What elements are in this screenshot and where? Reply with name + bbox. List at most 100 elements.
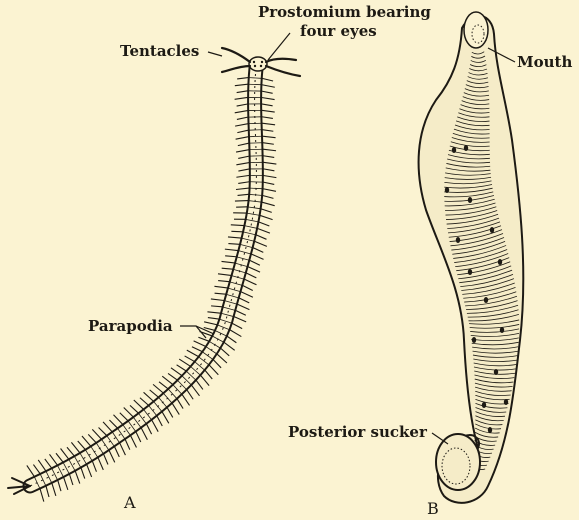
parapodium [224, 342, 235, 350]
parapodium [115, 447, 120, 457]
parapodium [103, 422, 112, 432]
parapodium [162, 412, 169, 423]
parapodium [246, 273, 256, 278]
leader-tentacles [208, 52, 222, 56]
parapodium [237, 78, 248, 79]
parapodium [150, 390, 159, 397]
leech-body [419, 16, 524, 503]
parapodium [263, 156, 274, 158]
parapodium [259, 222, 269, 226]
leech-spot [464, 145, 468, 151]
leech-spot [504, 399, 508, 405]
parapodium [217, 354, 227, 363]
parapodium [192, 385, 200, 396]
leech-spot [482, 402, 486, 408]
parapodium [225, 249, 238, 250]
parapodium [125, 439, 130, 449]
parapodium [263, 162, 276, 164]
parapodium [235, 97, 248, 99]
parapodium [221, 348, 229, 355]
parapodium [230, 330, 241, 337]
parapodium [147, 424, 152, 434]
parapodium [40, 489, 44, 502]
parapodium [262, 117, 273, 119]
parapodium [99, 427, 107, 435]
parapodium [263, 195, 274, 198]
leech-spot [490, 227, 494, 233]
label-mouth: Mouth [517, 54, 572, 71]
parapodium [56, 453, 63, 462]
parapodium [182, 395, 189, 406]
eye [254, 65, 256, 67]
parapodium [238, 143, 249, 145]
parapodium [187, 390, 193, 399]
parapodium [213, 360, 221, 368]
posterior-sucker [436, 434, 480, 490]
leech-spot [484, 297, 488, 303]
parapodium [253, 248, 263, 253]
parapodium [235, 111, 248, 113]
prostomium [249, 57, 267, 71]
parapodium [258, 228, 270, 233]
parapodium [109, 420, 117, 428]
parapodium [214, 286, 227, 288]
leader-prostomium [268, 33, 290, 60]
parapodium [236, 175, 249, 177]
parapodium [201, 375, 209, 385]
parapodium [208, 318, 219, 319]
parapodium [243, 286, 253, 291]
parapodium [71, 442, 79, 452]
parapodium [235, 84, 248, 85]
leech-spot [472, 337, 476, 343]
parapodium [263, 169, 274, 171]
parapodium [235, 124, 248, 126]
parapodium [192, 347, 202, 352]
oral-sucker [464, 12, 488, 48]
parapodium [124, 407, 133, 416]
parapodium [187, 350, 198, 356]
parapodium [228, 237, 241, 238]
parapodium [141, 428, 147, 440]
parapodium [75, 471, 80, 483]
parapodium [256, 235, 266, 239]
parapodium [262, 123, 275, 125]
parapodium [61, 449, 69, 459]
parapodium [134, 400, 144, 409]
parapodium [262, 110, 275, 112]
parapodium [120, 443, 126, 455]
leech-spot [468, 197, 472, 203]
parapodium [78, 441, 85, 449]
parapodium [177, 365, 186, 371]
label-prostomium-line2: four eyes [300, 23, 377, 40]
parapodium [232, 323, 242, 328]
parapodium [58, 480, 61, 491]
parapodium [67, 447, 74, 456]
leech-spot [456, 237, 460, 243]
parapodium [262, 202, 275, 205]
parapodium [64, 477, 68, 489]
label-parapodia: Parapodia [88, 318, 173, 335]
parapodium [227, 336, 236, 342]
label-posterior-sucker: Posterior sucker [288, 424, 427, 441]
parapodium [70, 474, 73, 485]
parapodium [45, 459, 52, 468]
parapodium [241, 292, 253, 297]
parapodium [198, 337, 208, 341]
body-segment [250, 188, 262, 189]
parapodium [237, 130, 248, 132]
leech-spot [488, 427, 492, 433]
parapodium [262, 136, 275, 138]
parapodium [225, 256, 236, 257]
parapodium [179, 359, 190, 366]
parapodium [120, 413, 128, 421]
parapodium [177, 399, 183, 409]
parapodium [98, 458, 103, 470]
parapodium [153, 384, 163, 393]
parapodium [172, 403, 179, 414]
parapodium [263, 143, 274, 145]
parapodium [237, 104, 248, 106]
parapodium [248, 267, 260, 272]
parapodium [261, 209, 272, 213]
